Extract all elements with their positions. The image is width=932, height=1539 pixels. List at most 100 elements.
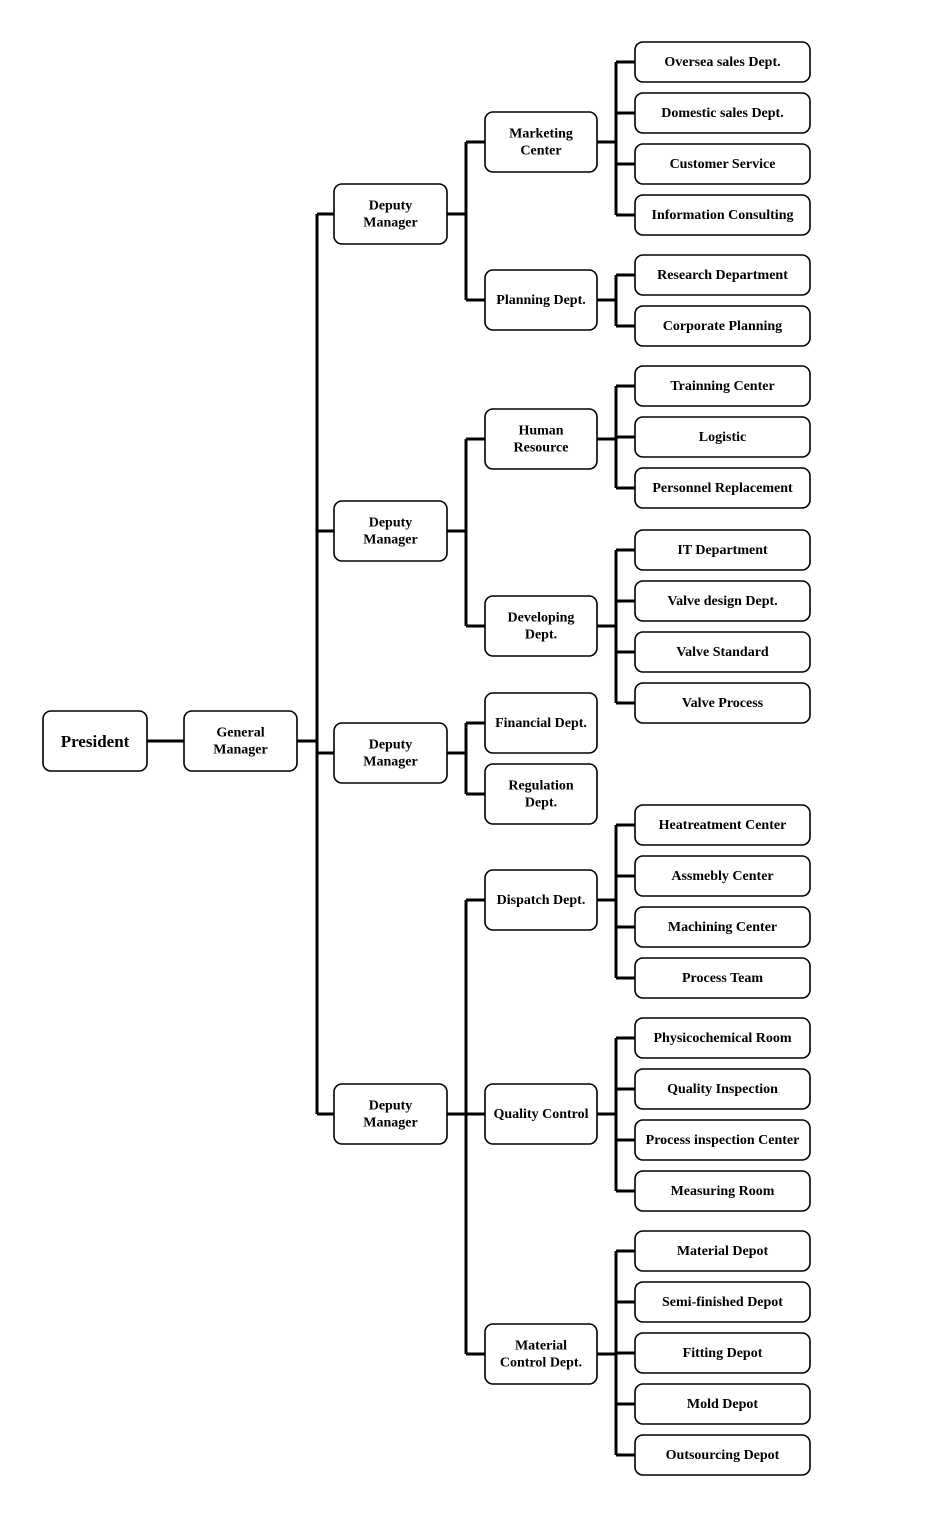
deputy-manager-node-2-box (333, 500, 448, 562)
unit-node-1-1-1: Oversea sales Dept. (634, 41, 811, 83)
unit-node-4-3-3-label: Fitting Depot (683, 1346, 763, 1361)
unit-node-4-1-2-box (634, 855, 811, 897)
unit-node-1-1-4-label: Information Consulting (652, 208, 794, 223)
deputy-manager-node-1-box (333, 183, 448, 245)
general-manager-node-box (183, 710, 298, 772)
deputy-manager-node-4-box (333, 1083, 448, 1145)
unit-node-4-1-1: Heatreatment Center (634, 804, 811, 846)
unit-node-2-2-4-label: Valve Process (682, 696, 764, 711)
unit-node-4-1-3-box (634, 906, 811, 948)
unit-node-4-2-2-label: Quality Inspection (667, 1082, 778, 1097)
president-node: President (42, 710, 148, 772)
unit-node-2-2-1-box (634, 529, 811, 571)
unit-node-2-1-2: Logistic (634, 416, 811, 458)
unit-node-4-3-1-label: Material Depot (677, 1244, 769, 1259)
unit-node-4-1-3: Machining Center (634, 906, 811, 948)
unit-node-4-3-1-box (634, 1230, 811, 1272)
department-node-4-2-box (484, 1083, 598, 1145)
unit-node-4-1-2: Assmebly Center (634, 855, 811, 897)
department-node-1-2-box (484, 269, 598, 331)
unit-node-2-2-3: Valve Standard (634, 631, 811, 673)
department-node-2-2-box (484, 595, 598, 657)
unit-node-4-2-1-box (634, 1017, 811, 1059)
unit-node-2-1-3-box (634, 467, 811, 509)
unit-node-1-1-2-box (634, 92, 811, 134)
unit-node-1-2-1-box (634, 254, 811, 296)
unit-node-1-2-2: Corporate Planning (634, 305, 811, 347)
unit-node-4-3-5-label: Outsourcing Depot (666, 1448, 780, 1463)
unit-node-4-2-3: Process inspection Center (634, 1119, 811, 1161)
unit-node-4-2-4-label: Measuring Room (671, 1184, 775, 1199)
unit-node-2-2-3-box (634, 631, 811, 673)
unit-node-1-2-1: Research Department (634, 254, 811, 296)
department-node-4-1: Dispatch Dept. (484, 869, 598, 931)
president-node-box (42, 710, 148, 772)
unit-node-4-3-4-label: Mold Depot (687, 1397, 759, 1412)
unit-node-2-1-3-label: Personnel Replacement (652, 481, 793, 496)
department-node-1-2: Planning Dept. (484, 269, 598, 331)
unit-node-2-1-1-box (634, 365, 811, 407)
department-node-1-1-box (484, 111, 598, 173)
department-node-4-1-label: Dispatch Dept. (497, 893, 586, 908)
unit-node-2-1-1: Trainning Center (634, 365, 811, 407)
unit-node-2-1-3: Personnel Replacement (634, 467, 811, 509)
department-node-4-3-box (484, 1323, 598, 1385)
department-node-3-1: Financial Dept. (484, 692, 598, 754)
unit-node-2-2-2-box (634, 580, 811, 622)
unit-node-4-1-4: Process Team (634, 957, 811, 999)
unit-node-4-1-1-box (634, 804, 811, 846)
unit-node-2-2-4-box (634, 682, 811, 724)
unit-node-2-2-1: IT Department (634, 529, 811, 571)
unit-node-4-2-1-label: Physicochemical Room (653, 1031, 791, 1046)
deputy-manager-node-3-box (333, 722, 448, 784)
unit-node-1-1-3: Customer Service (634, 143, 811, 185)
unit-node-2-2-1-label: IT Department (677, 543, 768, 558)
unit-node-4-1-4-label: Process Team (682, 971, 763, 986)
unit-node-4-3-4: Mold Depot (634, 1383, 811, 1425)
department-node-1-2-label: Planning Dept. (496, 293, 585, 308)
unit-node-4-2-3-label: Process inspection Center (646, 1133, 800, 1148)
unit-node-1-2-2-label: Corporate Planning (663, 319, 782, 334)
unit-node-2-2-3-label: Valve Standard (676, 645, 769, 660)
unit-node-4-1-4-box (634, 957, 811, 999)
unit-node-1-1-1-label: Oversea sales Dept. (664, 55, 780, 70)
unit-node-1-2-2-box (634, 305, 811, 347)
unit-node-4-2-4-box (634, 1170, 811, 1212)
unit-node-1-1-4-box (634, 194, 811, 236)
unit-node-4-3-3-box (634, 1332, 811, 1374)
president-node-label: President (61, 732, 130, 751)
department-node-4-1-box (484, 869, 598, 931)
unit-node-2-1-2-label: Logistic (699, 430, 746, 445)
unit-node-2-1-1-label: Trainning Center (670, 379, 774, 394)
unit-node-4-2-2: Quality Inspection (634, 1068, 811, 1110)
unit-node-4-3-3: Fitting Depot (634, 1332, 811, 1374)
unit-node-4-3-2-box (634, 1281, 811, 1323)
department-node-4-2-label: Quality Control (493, 1107, 588, 1122)
unit-node-1-1-3-box (634, 143, 811, 185)
unit-node-1-1-3-label: Customer Service (670, 157, 776, 172)
unit-node-4-2-3-box (634, 1119, 811, 1161)
department-node-4-2: Quality Control (484, 1083, 598, 1145)
unit-node-4-3-4-box (634, 1383, 811, 1425)
unit-node-4-3-5-box (634, 1434, 811, 1476)
unit-node-4-1-2-label: Assmebly Center (671, 869, 773, 884)
